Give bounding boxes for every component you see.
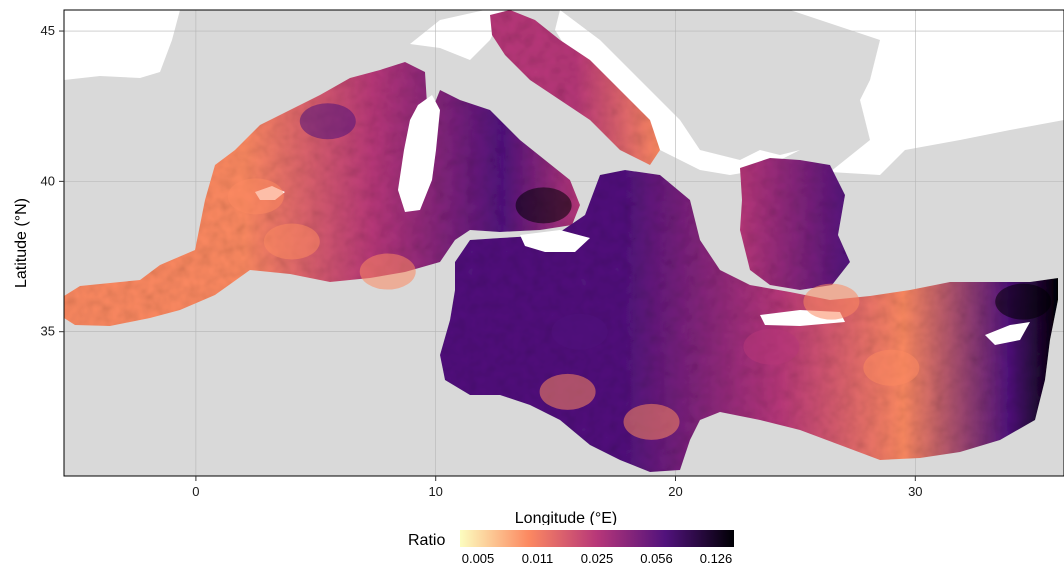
y-tick-label: 35 — [41, 324, 55, 339]
ratio-hotspot — [623, 403, 680, 440]
y-axis-title: Latitude (°N) — [13, 198, 30, 288]
land-iberia — [64, 10, 180, 80]
land-layer — [64, 10, 1064, 175]
legend-label: 0.011 — [521, 551, 554, 566]
ratio-hotspot — [863, 349, 920, 386]
map-panel: 0 10 20 30 35 40 45 Longitude (°E) Latitude (… — [13, 9, 1064, 525]
sea-western-basin — [64, 62, 580, 326]
x-tick-label: 20 — [668, 484, 682, 499]
legend-colorbar — [460, 530, 734, 547]
x-tick-label: 30 — [908, 484, 922, 499]
ratio-hotspot — [995, 283, 1052, 320]
y-tick-label: 40 — [41, 173, 55, 188]
ratio-hotspot — [359, 253, 416, 290]
ratio-hotspot — [299, 103, 356, 140]
ratio-hotspot — [743, 328, 800, 365]
legend-title: Ratio — [408, 532, 446, 549]
x-axis: 0 10 20 30 — [192, 476, 923, 499]
ratio-hotspots — [227, 103, 1052, 440]
legend: Ratio 0.005 0.011 0.025 0.056 0.126 — [408, 527, 758, 566]
legend-label: 0.126 — [699, 551, 733, 566]
y-tick-label: 45 — [41, 23, 55, 38]
ratio-hotspot — [263, 223, 320, 260]
x-tick-label: 10 — [428, 484, 442, 499]
land-france-alps — [410, 10, 505, 60]
ratio-hotspot — [227, 178, 284, 215]
legend-label: 0.025 — [580, 551, 614, 566]
x-axis-title: Longitude (°E) — [515, 510, 617, 525]
legend-label: 0.056 — [640, 551, 673, 566]
island-corsica-sardinia — [398, 95, 440, 212]
island-sicily — [520, 230, 590, 252]
ratio-hotspot — [539, 373, 596, 410]
island-cyprus — [985, 322, 1030, 345]
ratio-hotspot — [803, 283, 860, 320]
land-black-sea-coast — [930, 10, 1064, 60]
y-axis: 35 40 45 — [41, 23, 64, 339]
ratio-hotspot — [551, 313, 608, 350]
ratio-hotspot — [515, 187, 572, 224]
sea-adriatic — [490, 10, 660, 165]
plot-frame — [63, 9, 1064, 477]
x-tick-label: 0 — [192, 484, 199, 499]
legend-label: 0.005 — [461, 551, 495, 566]
sea-aegean — [740, 158, 850, 290]
